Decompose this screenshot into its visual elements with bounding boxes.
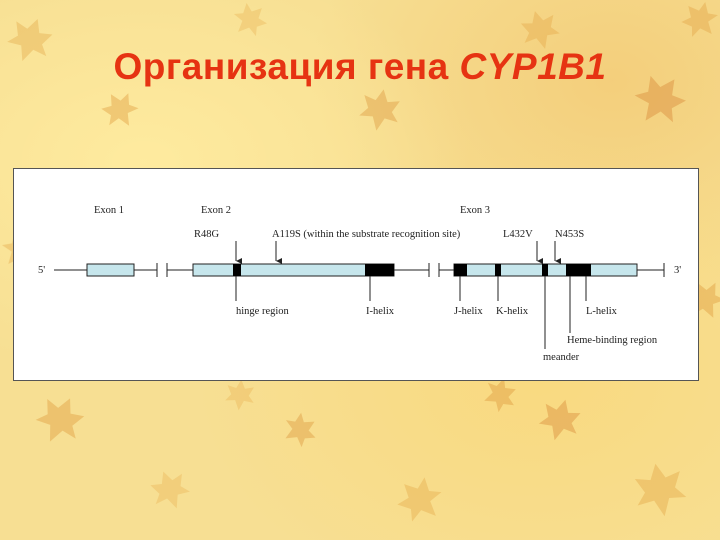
hinge-region-label: hinge region — [236, 306, 290, 317]
k-helix-block — [495, 264, 501, 276]
meander-block — [542, 264, 548, 276]
title-text: Организация гена — [113, 46, 460, 87]
exon2-label: Exon 2 — [201, 205, 231, 216]
gene-name: CYP1B1 — [459, 46, 607, 87]
i-helix-label: I-helix — [366, 306, 395, 317]
mutation-r48g-label: R48G — [194, 229, 220, 240]
heme-binding-region-label: Heme-binding region — [567, 335, 658, 346]
heme-binding-block — [566, 264, 591, 276]
exon3-label: Exon 3 — [460, 205, 490, 216]
gene-structure-diagram: Exon 1 Exon 2 Exon 3 R48G A119S (within … — [38, 205, 681, 363]
i-helix-block — [365, 264, 394, 276]
j-helix-label: J-helix — [454, 306, 483, 317]
three-prime-label: 3' — [674, 265, 681, 276]
exon2-box — [192, 263, 395, 277]
mutation-a119s-label: A119S (within the substrate recognition … — [272, 229, 461, 240]
k-helix-label: K-helix — [496, 306, 529, 317]
j-helix-block — [454, 264, 467, 276]
l-helix-label: L-helix — [586, 306, 618, 317]
region-leader-lines — [235, 276, 587, 349]
slide-title: Организация гена CYP1B1 — [0, 46, 720, 88]
mutation-n453s-label: N453S — [555, 229, 584, 240]
hinge-domain-block — [233, 264, 241, 276]
five-prime-label: 5' — [38, 265, 45, 276]
exon1-label: Exon 1 — [94, 205, 124, 216]
meander-label: meander — [543, 352, 580, 363]
mutation-l432v-label: L432V — [503, 229, 533, 240]
gene-diagram-panel: Exon 1 Exon 2 Exon 3 R48G A119S (within … — [13, 168, 699, 381]
exon1-box — [86, 263, 135, 277]
